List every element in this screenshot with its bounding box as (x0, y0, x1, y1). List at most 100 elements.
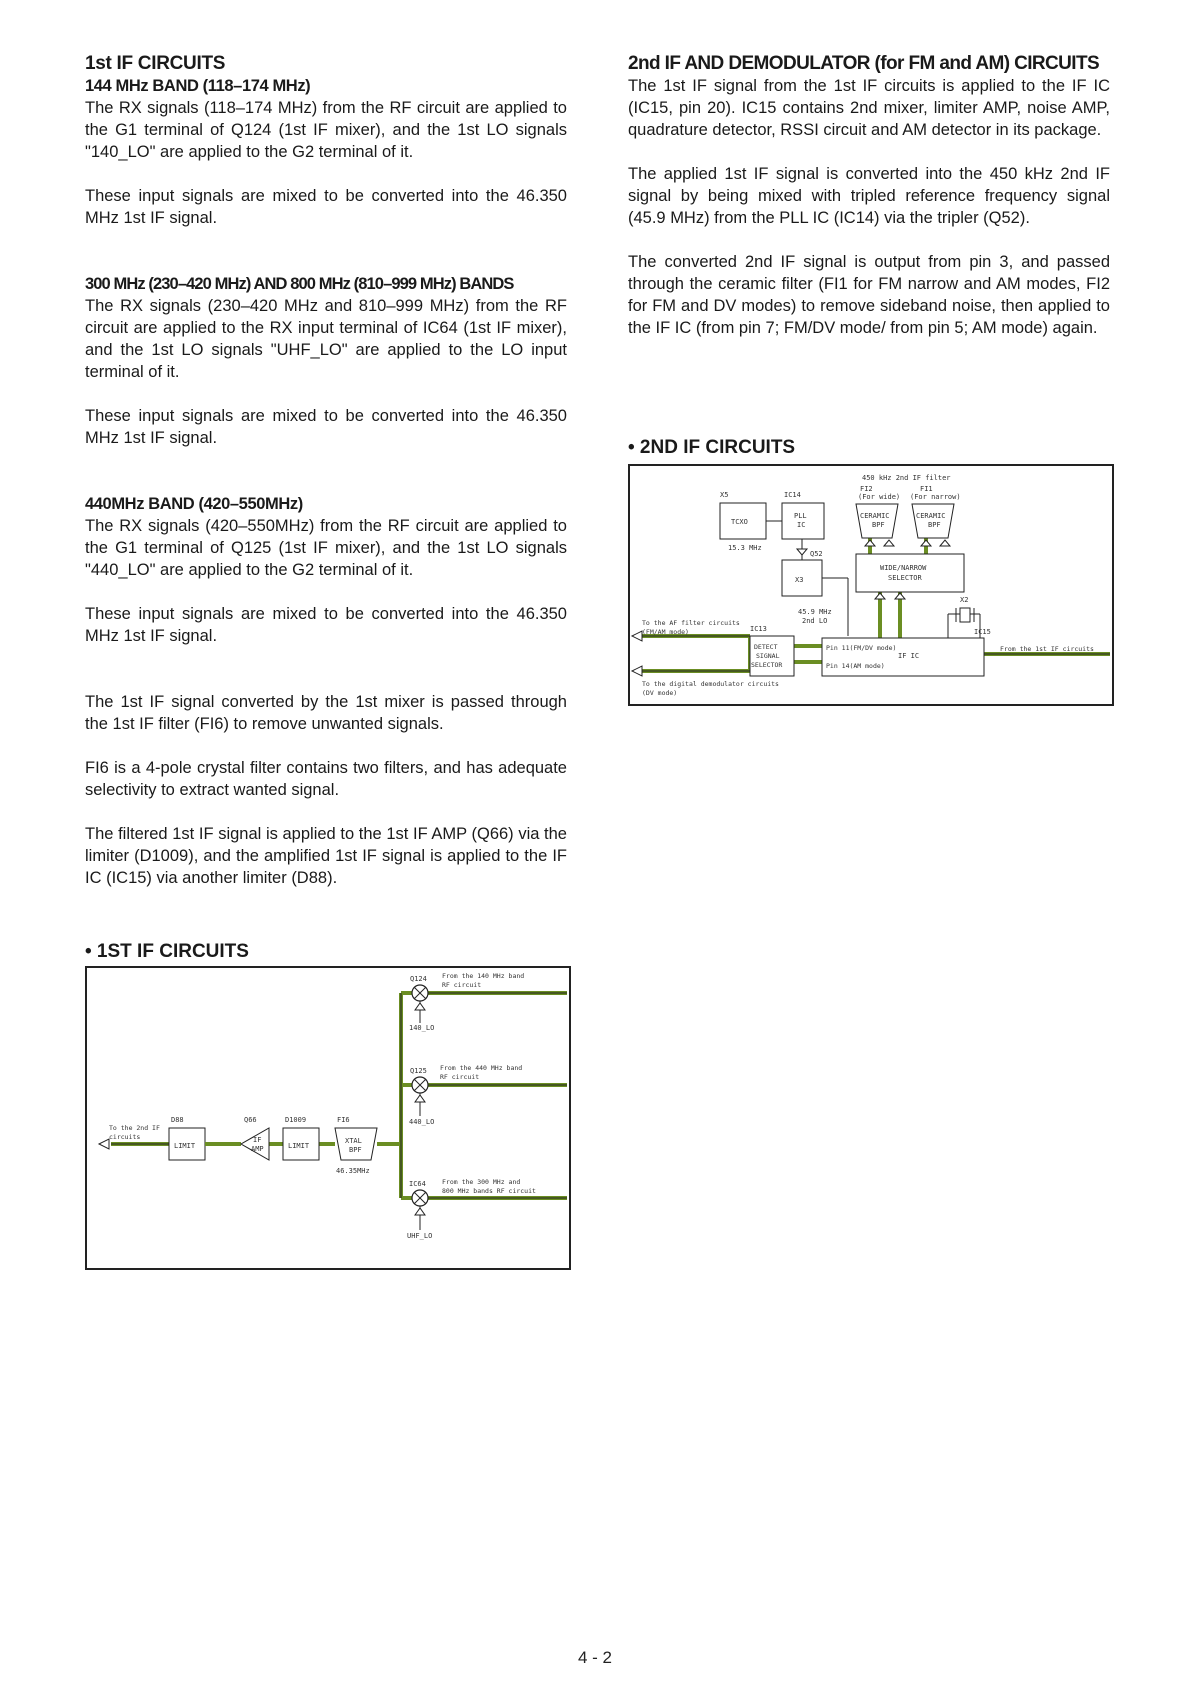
svg-text:IC: IC (797, 521, 805, 529)
label-from-1st-if: From the 1st IF circuits (1000, 645, 1094, 653)
svg-text:IC15: IC15 (974, 628, 991, 636)
mixer-ic64: IC64 From the 300 MHz and 800 MHz bands … (407, 1178, 536, 1240)
paragraph-filter-2: FI6 is a 4-pole crystal filter contains … (85, 759, 567, 799)
limiter-d88: D88 LIMIT (168, 1116, 227, 1161)
section-title-2nd-if: 2nd IF AND DEMODULATOR (for FM and AM) C… (628, 53, 1100, 74)
svg-text:X2: X2 (960, 596, 968, 604)
heading-440-band: 440MHz BAND (420–550MHz) (85, 495, 303, 513)
ceramic-bpf-fi2: FI2 (For wide) CERAMIC BPF (855, 485, 900, 539)
svg-text:D1009: D1009 (285, 1116, 306, 1124)
svg-text:Q66: Q66 (244, 1116, 257, 1124)
if-amp-q66: Q66 IF AMP (239, 1116, 270, 1161)
diagram-1st-if-svg: Q124 From the 140 MHz band RF circuit 14… (97, 972, 567, 1240)
left-column: 1st IF CIRCUITS 144 MHz BAND (118–174 MH… (85, 52, 567, 889)
paragraph-440-2: These input signals are mixed to be conv… (85, 605, 567, 645)
svg-text:AMP: AMP (251, 1145, 264, 1153)
limiter-d1009: D1009 LIMIT (282, 1116, 320, 1161)
label-to-digital-demod: To the digital demodulator circuits (642, 680, 779, 688)
filter-title: 450 kHz 2nd IF filter (862, 474, 951, 482)
svg-text:SELECTOR: SELECTOR (888, 574, 923, 582)
heading-144-band: 144 MHz BAND (118–174 MHz) (85, 77, 311, 95)
svg-text:140_LO: 140_LO (409, 1024, 434, 1032)
svg-text:Q124: Q124 (410, 975, 427, 983)
paragraph-144-1: The RX signals (118–174 MHz) from the RF… (85, 99, 567, 161)
svg-text:15.3 MHz: 15.3 MHz (728, 544, 762, 552)
paragraph-2nd-if-3: The converted 2nd IF signal is output fr… (628, 253, 1110, 337)
svg-text:Pin 14(AM mode): Pin 14(AM mode) (826, 662, 885, 670)
mixer-q125: Q125 From the 440 MHz band RF circuit 44… (409, 1064, 522, 1126)
wide-narrow-selector: WIDE/NARROW SELECTOR (855, 553, 965, 593)
svg-text:BPF: BPF (928, 521, 941, 529)
svg-text:X5: X5 (720, 491, 728, 499)
svg-text:BPF: BPF (349, 1146, 362, 1154)
svg-text:IC13: IC13 (750, 625, 767, 633)
tripler-q52: Q52 X3 45.9 MHz 2nd LO (781, 548, 832, 625)
svg-text:X3: X3 (795, 576, 803, 584)
svg-text:CERAMIC: CERAMIC (860, 512, 890, 520)
paragraph-144-2: These input signals are mixed to be conv… (85, 187, 567, 227)
diagram-2nd-if: 450 kHz 2nd IF filter X5 TCXO 15.3 MHz I… (628, 464, 1114, 706)
crystal-x2: X2 (955, 596, 975, 623)
heading-300-800-bands: 300 MHz (230–420 MHz) AND 800 MHz (810–9… (85, 275, 514, 293)
page-number: 4 - 2 (577, 1648, 613, 1667)
svg-text:2nd LO: 2nd LO (802, 617, 827, 625)
svg-text:FI6: FI6 (337, 1116, 350, 1124)
svg-text:RF circuit: RF circuit (440, 1073, 479, 1081)
svg-text:LIMIT: LIMIT (174, 1142, 196, 1150)
tcxo-x5: X5 TCXO 15.3 MHz (719, 491, 767, 552)
svg-text:45.9 MHz: 45.9 MHz (798, 608, 832, 616)
xtal-bpf-fi6: FI6 XTAL BPF 46.35MHz (334, 1116, 378, 1175)
paragraph-2nd-if-1: The 1st IF signal from the 1st IF circui… (628, 77, 1110, 139)
svg-text:440_LO: 440_LO (409, 1118, 434, 1126)
paragraph-300-1: The RX signals (230–420 MHz and 810–999 … (85, 297, 567, 381)
svg-text:CERAMIC: CERAMIC (916, 512, 946, 520)
svg-text:BPF: BPF (872, 521, 885, 529)
svg-text:TCXO: TCXO (731, 518, 748, 526)
svg-text:800 MHz bands RF circuit: 800 MHz bands RF circuit (442, 1187, 536, 1195)
diagram-title-2nd-if: • 2ND IF CIRCUITS (628, 437, 796, 458)
svg-text:From the 440 MHz band: From the 440 MHz band (440, 1064, 522, 1072)
svg-text:XTAL: XTAL (345, 1137, 362, 1145)
svg-text:Q125: Q125 (410, 1067, 427, 1075)
mixer-q124: Q124 From the 140 MHz band RF circuit 14… (409, 972, 524, 1032)
paragraph-2nd-if-2: The applied 1st IF signal is converted i… (628, 165, 1110, 227)
svg-text:Q52: Q52 (810, 550, 823, 558)
label-to-af-filter: To the AF filter circuits (642, 619, 740, 627)
svg-text:FI1: FI1 (920, 485, 933, 493)
svg-text:IF IC: IF IC (898, 652, 919, 660)
svg-text:D88: D88 (171, 1116, 184, 1124)
svg-text:From the 300 MHz and: From the 300 MHz and (442, 1178, 520, 1186)
output-arrows-2nd-if (630, 630, 643, 677)
detect-signal-selector-ic13: IC13 DETECT SIGNAL SELECTOR (749, 625, 795, 677)
svg-text:circuits: circuits (109, 1133, 140, 1141)
svg-text:46.35MHz: 46.35MHz (336, 1167, 370, 1175)
diagram-title-1st-if: • 1ST IF CIRCUITS (85, 941, 249, 962)
svg-text:From the 140 MHz band: From the 140 MHz band (442, 972, 524, 980)
svg-text:IF: IF (253, 1136, 261, 1144)
paragraph-300-2: These input signals are mixed to be conv… (85, 407, 567, 447)
label-fm-am-mode: (FM/AM mode) (642, 628, 689, 636)
diagram-1st-if: Q124 From the 140 MHz band RF circuit 14… (85, 966, 571, 1270)
if-ic15: IC15 Pin 11(FM/DV mode) IF IC Pin 14(AM … (821, 628, 991, 677)
paragraph-filter-3: The filtered 1st IF signal is applied to… (85, 825, 567, 887)
output-arrow-to-2nd-if: To the 2nd IF circuits (97, 1124, 160, 1150)
svg-text:(For wide): (For wide) (858, 493, 900, 501)
svg-text:UHF_LO: UHF_LO (407, 1232, 432, 1240)
paragraph-filter-1: The 1st IF signal converted by the 1st m… (85, 693, 567, 733)
paragraph-440-1: The RX signals (420–550MHz) from the RF … (85, 517, 567, 579)
right-column: 2nd IF AND DEMODULATOR (for FM and AM) C… (628, 52, 1110, 339)
svg-text:SELECTOR: SELECTOR (751, 661, 782, 669)
svg-text:RF circuit: RF circuit (442, 981, 481, 989)
svg-text:DETECT: DETECT (754, 643, 778, 651)
filter-arrows (863, 539, 952, 600)
svg-text:IC64: IC64 (409, 1180, 426, 1188)
label-dv-mode: (DV mode) (642, 689, 677, 697)
svg-text:IC14: IC14 (784, 491, 801, 499)
pll-ic14: IC14 PLL IC (781, 491, 825, 540)
svg-text:(For narrow): (For narrow) (910, 493, 961, 501)
diagram-2nd-if-svg: 450 kHz 2nd IF filter X5 TCXO 15.3 MHz I… (630, 474, 1110, 697)
svg-text:FI2: FI2 (860, 485, 873, 493)
section-title-1st-if: 1st IF CIRCUITS (85, 53, 226, 74)
svg-text:To the 2nd IF: To the 2nd IF (109, 1124, 160, 1132)
svg-text:PLL: PLL (794, 512, 807, 520)
